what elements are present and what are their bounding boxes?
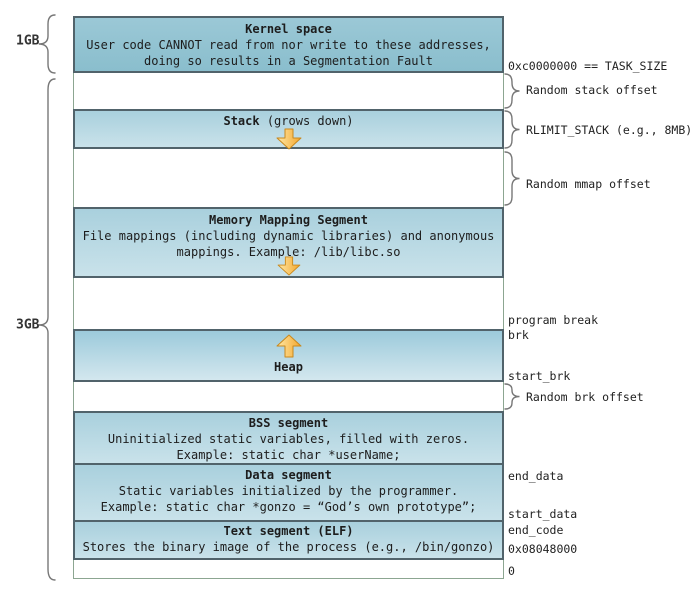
task-size-label: 0xc0000000 == TASK_SIZE <box>508 59 668 73</box>
start-data-label: start_data <box>508 507 578 521</box>
stack-box: Stack (grows down) <box>73 109 504 150</box>
text-segment-title: Text segment (ELF) <box>223 524 354 538</box>
right-brace-stack-offset <box>504 73 520 109</box>
left-brace-3gb <box>38 78 56 581</box>
mmap-offset-label: Random mmap offset <box>526 177 651 191</box>
zero-address-label: 0 <box>508 564 515 578</box>
data-segment-box: Data segment Static variables initialize… <box>73 465 504 522</box>
end-data-label: end_data <box>508 469 564 483</box>
right-brace-brk-offset <box>504 383 520 410</box>
left-brace-1gb <box>38 14 56 74</box>
stack-title: Stack (grows down) <box>223 114 354 128</box>
start-brk-label: start_brk <box>508 369 571 383</box>
text-segment-box: Text segment (ELF) Stores the binary ima… <box>73 522 504 560</box>
stack-offset-label: Random stack offset <box>526 83 658 97</box>
rlimit-stack-label: RLIMIT_STACK (e.g., 8MB) <box>526 123 693 137</box>
kernel-space-line1: User code CANNOT read from nor write to … <box>86 38 491 52</box>
kernel-space-title: Kernel space <box>245 22 332 36</box>
end-code-label: end_code <box>508 523 564 537</box>
right-brace-mmap-offset <box>504 151 520 206</box>
bss-segment-box: BSS segment Uninitialized static variabl… <box>73 411 504 465</box>
load-address-label: 0x08048000 <box>508 542 578 556</box>
right-brace-rlimit-stack <box>504 110 520 149</box>
brk-label: brk <box>508 328 529 342</box>
memory-mapping-title: Memory Mapping Segment <box>209 213 368 227</box>
memory-mapping-line1: File mappings (including dynamic librari… <box>82 229 495 243</box>
data-segment-title: Data segment <box>245 468 332 482</box>
text-segment-line1: Stores the binary image of the process (… <box>82 540 495 554</box>
kernel-size-label: 1GB <box>16 33 40 49</box>
user-size-label: 3GB <box>16 317 40 333</box>
data-segment-line2: Example: static char *gonzo = “God’s own… <box>100 500 477 514</box>
arrow-down-icon <box>277 256 300 276</box>
brk-offset-label: Random brk offset <box>526 390 644 404</box>
data-segment-line1: Static variables initialized by the prog… <box>118 484 459 498</box>
heap-title: Heap <box>274 360 303 374</box>
bss-line2: Example: static char *userName; <box>176 448 401 462</box>
memory-mapping-box: Memory Mapping Segment File mappings (in… <box>73 207 504 278</box>
arrow-down-icon <box>276 128 301 150</box>
kernel-space-line2: doing so results in a Segmentation Fault <box>144 54 433 68</box>
program-break-label: program break <box>508 313 599 327</box>
kernel-space-box: Kernel space User code CANNOT read from … <box>73 16 504 73</box>
memory-mapping-line2: mappings. Example: /lib/libc.so <box>176 245 401 259</box>
heap-box: Heap <box>73 329 504 382</box>
bss-title: BSS segment <box>248 416 329 430</box>
arrow-up-icon <box>276 334 301 358</box>
bss-line1: Uninitialized static variables, filled w… <box>107 432 470 446</box>
